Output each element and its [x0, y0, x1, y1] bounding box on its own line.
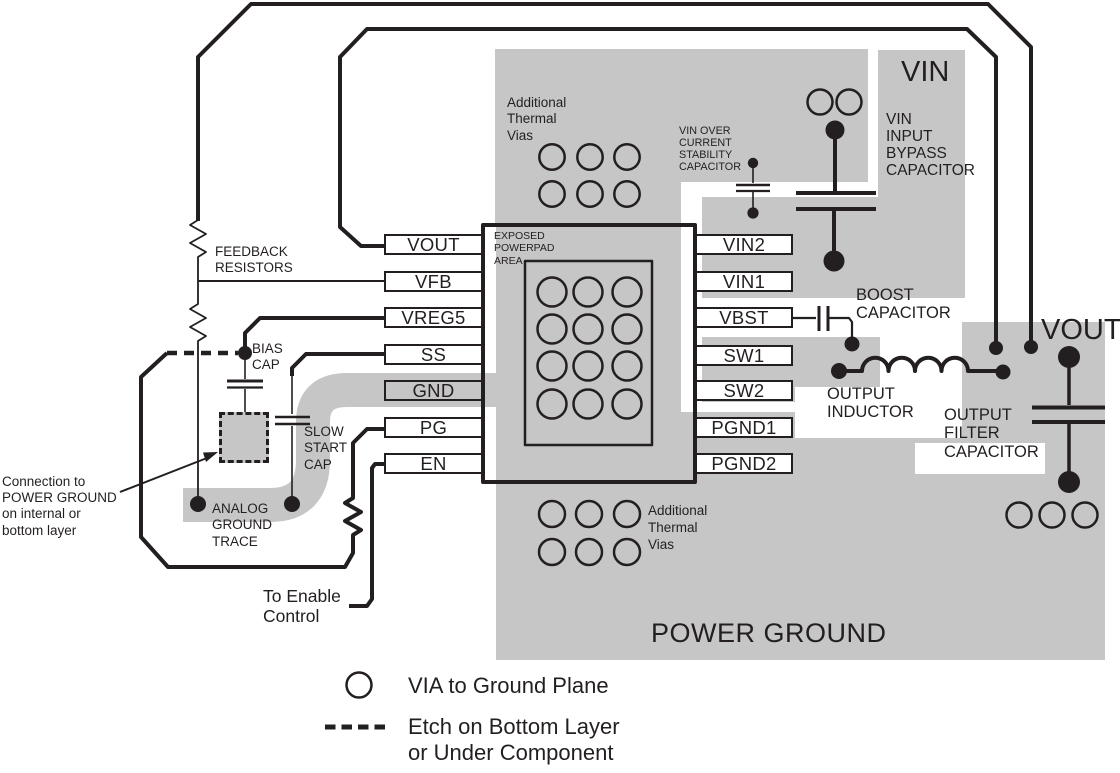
feedback-resistors-label: FEEDBACK RESISTORS — [215, 244, 293, 276]
exposed-powerpad-note: EXPOSED POWERPAD AREA — [494, 230, 555, 267]
feedback-resistor-top — [189, 219, 207, 281]
to-enable-control-label: To Enable Control — [263, 586, 341, 627]
arrowhead — [203, 452, 218, 462]
analog-ground-trace-label: ANALOG GROUND TRACE — [212, 501, 272, 549]
pin-pgnd2-label: PGND2 — [711, 452, 777, 474]
pin-en: EN — [384, 453, 483, 474]
thermal-vias-top-label: Additional Thermal Vias — [507, 95, 567, 143]
pin-pg-label: PG — [419, 416, 448, 438]
legend-via-label: VIA to Ground Plane — [408, 673, 609, 698]
feedback-resistor-bottom — [189, 281, 207, 500]
pin-ss-label: SS — [420, 343, 447, 365]
pin-vreg5-label: VREG5 — [401, 306, 466, 328]
pin-vin1: VIN1 — [695, 271, 793, 292]
top-ground-plane — [495, 49, 868, 182]
legend-etch-label: Etch on Bottom Layer or Under Component — [408, 714, 620, 765]
pin-sw2-label: SW2 — [723, 379, 765, 401]
output-filter-capacitor-label: OUTPUT FILTER CAPACITOR — [944, 406, 1039, 461]
pin-ss: SS — [384, 344, 483, 365]
pin-gnd-label: GND — [412, 379, 455, 401]
pin-pgnd1-label: PGND1 — [711, 416, 777, 438]
pin-sw2: SW2 — [695, 380, 793, 401]
connection-note: Connection to POWER GROUND on internal o… — [2, 474, 117, 538]
pin-vreg5: VREG5 — [384, 307, 483, 328]
pin-vfb-label: VFB — [415, 270, 452, 292]
power-ground-label: POWER GROUND — [651, 618, 887, 648]
top-ground-plane-neck — [495, 182, 681, 226]
pin-sw1: SW1 — [695, 345, 793, 366]
vin-plane-column — [878, 50, 965, 197]
pin-vout-label: VOUT — [407, 233, 460, 255]
junction-dots — [190, 120, 1080, 512]
vbst-boost-cap — [793, 306, 854, 338]
connection-note-arrow — [119, 457, 208, 493]
filter-cap-text-cutout — [915, 443, 1045, 474]
vin-over-current-cap-label: VIN OVER CURRENT STABILITY CAPACITOR — [679, 125, 741, 173]
pin-sw1-label: SW1 — [723, 344, 765, 366]
pin-vbst-label: VBST — [719, 306, 769, 328]
bias-cap-label: BIAS CAP — [252, 341, 283, 373]
bypass-cap-symbol — [796, 88, 876, 253]
stability-cap-symbol — [736, 166, 770, 208]
pin-vbst: VBST — [695, 307, 793, 328]
vout-pin-trace — [338, 27, 998, 342]
pin-pg: PG — [384, 417, 483, 438]
pin-vfb: VFB — [384, 271, 483, 292]
vout-outer-trace — [196, 2, 1033, 341]
vout-title: VOUT — [1041, 314, 1120, 346]
pin-en-label: EN — [420, 452, 447, 474]
pin-pgnd1: PGND1 — [695, 417, 793, 438]
pin-vout: VOUT — [384, 234, 483, 255]
pin-vin1-label: VIN1 — [722, 270, 766, 292]
thermal-vias-bottom — [537, 499, 642, 567]
ss-wire — [290, 352, 384, 376]
pin-gnd: GND — [384, 380, 483, 401]
pin-pgnd2: PGND2 — [695, 453, 793, 474]
output-inductor-label: OUTPUT INDUCTOR — [827, 385, 914, 422]
slow-start-cap-symbol — [275, 374, 310, 498]
thermal-vias-bottom-label: Additional Thermal Vias — [648, 503, 708, 552]
powerpad — [523, 259, 654, 447]
vin-title: VIN — [901, 56, 950, 88]
pin-vin2: VIN2 — [695, 234, 793, 255]
slow-start-cap-label: SLOW START CAP — [304, 424, 348, 472]
en-wire — [349, 462, 384, 608]
power-ground-plane-right — [795, 438, 1105, 660]
pg-analog-ground-loop — [139, 351, 384, 569]
output-filter-cap-symbol — [1005, 357, 1105, 529]
output-inductor-symbol — [839, 355, 1003, 373]
bias-via-bottom-etch-square — [219, 412, 269, 463]
vreg5-wire — [243, 316, 384, 350]
pin-vin2-label: VIN2 — [722, 233, 766, 255]
legend-via-icon — [345, 671, 373, 699]
boost-capacitor-label: BOOST CAPACITOR — [856, 286, 951, 323]
thermal-vias-top — [538, 143, 641, 208]
vin-input-bypass-cap-label: VIN INPUT BYPASS CAPACITOR — [886, 111, 975, 180]
